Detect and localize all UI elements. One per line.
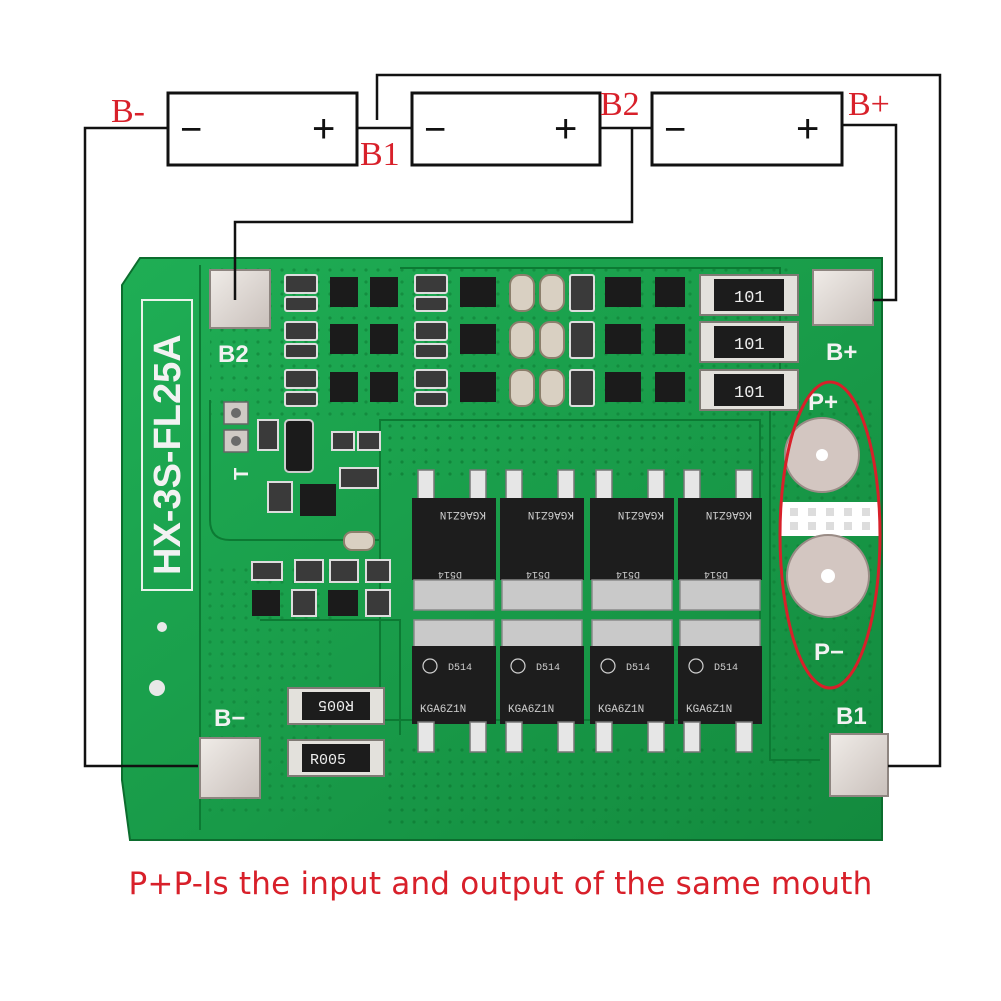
wire-b-plus xyxy=(842,123,898,302)
wire-b1 xyxy=(375,73,942,768)
mosfet-code-label: D514 xyxy=(526,568,550,579)
smd-cluster-top xyxy=(284,274,685,407)
cell-2-positive: + xyxy=(554,107,577,151)
pcb-trace xyxy=(769,410,820,761)
mosfet-code-label: D514 xyxy=(704,568,728,579)
pad-p-plus-label: P+ xyxy=(808,389,838,416)
battery-cell-3: − + xyxy=(650,91,844,167)
model-silkscreen-frame xyxy=(141,299,193,591)
cell-3-negative: − xyxy=(664,109,686,151)
pad-b-minus xyxy=(199,737,261,799)
mosfet-part-label: KGA6Z1N xyxy=(508,704,554,716)
mosfet-part-label: KGA6Z1N xyxy=(686,704,732,716)
mounting-hole xyxy=(149,680,165,696)
resistor-101-label: 101 xyxy=(734,336,765,355)
label-b-minus: B- xyxy=(111,93,145,130)
pad-p-minus-label: P− xyxy=(814,639,844,666)
pcb-trace xyxy=(209,400,380,541)
pad-b2-label: B2 xyxy=(218,341,249,368)
resistor-101-group: 101 101 101 xyxy=(699,274,799,411)
mosfet-part-label: KGA6Z1N xyxy=(440,508,486,520)
smd-row xyxy=(284,274,685,312)
label-b1: B1 xyxy=(360,136,400,173)
manufacturer-logo-icon xyxy=(510,658,526,674)
pad-b2 xyxy=(209,269,271,329)
output-divider-stripe xyxy=(780,502,880,536)
cell-2-negative: − xyxy=(424,109,446,151)
pad-b-plus-label: B+ xyxy=(826,339,857,366)
battery-cells: − + − + − + xyxy=(166,91,844,167)
mosfet-part-label: KGA6Z1N xyxy=(528,508,574,520)
mosfet-row-top: KGA6Z1ND514KGA6Z1ND514KGA6Z1ND514KGA6Z1N… xyxy=(412,469,762,611)
cell-1-negative: − xyxy=(180,109,202,151)
label-b-plus: B+ xyxy=(848,86,890,123)
pad-b1 xyxy=(829,733,889,797)
temp-connector: T xyxy=(223,401,253,480)
control-components xyxy=(251,419,391,617)
cell-3-positive: + xyxy=(796,107,819,151)
mosfet-top: KGA6Z1N D514 xyxy=(678,469,762,611)
battery-cell-2: − + xyxy=(410,91,602,167)
pad-b-minus-label: B− xyxy=(214,705,245,732)
wire-b-minus xyxy=(83,126,198,768)
pad-b1-label: B1 xyxy=(836,703,867,730)
temp-label: T xyxy=(231,468,253,480)
cell-1-positive: + xyxy=(312,107,335,151)
output-pads: P+ P− xyxy=(778,380,882,690)
mosfet-row-bottom: D514KGA6Z1ND514KGA6Z1ND514KGA6Z1ND514KGA… xyxy=(412,619,762,753)
wire-b2 xyxy=(233,128,634,300)
mosfet-top: KGA6Z1N D514 xyxy=(590,469,674,611)
mosfet-part-label: KGA6Z1N xyxy=(420,704,466,716)
pcb-dot-field-mid xyxy=(380,420,770,480)
mosfet-code-label: D514 xyxy=(438,568,462,579)
mounting-hole xyxy=(157,622,167,632)
resistor-101-label: 101 xyxy=(734,384,765,403)
label-b2: B2 xyxy=(600,86,640,123)
shunt-resistor-label: R005 xyxy=(310,752,346,769)
mosfet-code-label: D514 xyxy=(626,663,650,674)
wiring xyxy=(83,73,942,768)
manufacturer-logo-icon xyxy=(422,658,438,674)
mosfet-part-label: KGA6Z1N xyxy=(618,508,664,520)
caption: P+P-Is the input and output of the same … xyxy=(128,866,873,902)
smd-row xyxy=(284,321,685,359)
shunt-resistors: R005 R005 xyxy=(287,687,385,777)
mosfet-top: KGA6Z1N D514 xyxy=(500,469,584,611)
shunt-resistor-label: R005 xyxy=(318,696,354,713)
smd-row xyxy=(284,369,685,407)
resistor-101-label: 101 xyxy=(734,289,765,308)
output-highlight-ellipse xyxy=(778,380,882,690)
mosfet-code-label: D514 xyxy=(536,663,560,674)
terminal-labels: B- B1 B2 B+ xyxy=(111,86,890,173)
mosfet-code-label: D514 xyxy=(714,663,738,674)
battery-cell-1: − + xyxy=(166,91,359,167)
mosfet-code-label: D514 xyxy=(616,568,640,579)
pcb-trace xyxy=(260,619,401,735)
pcb-dot-field-bottom xyxy=(380,740,820,830)
model-silkscreen: HX-3S-FL25A xyxy=(147,334,189,575)
mosfet-top: KGA6Z1N D514 xyxy=(412,469,496,611)
mosfet-code-label: D514 xyxy=(448,663,472,674)
mosfet-part-label: KGA6Z1N xyxy=(598,704,644,716)
mosfet-part-label: KGA6Z1N xyxy=(706,508,752,520)
manufacturer-logo-icon xyxy=(600,658,616,674)
pcb-board: HX-3S-FL25A B2 B+ B− B1 T xyxy=(121,257,889,841)
pad-b-plus xyxy=(812,269,874,326)
manufacturer-logo-icon xyxy=(688,658,704,674)
